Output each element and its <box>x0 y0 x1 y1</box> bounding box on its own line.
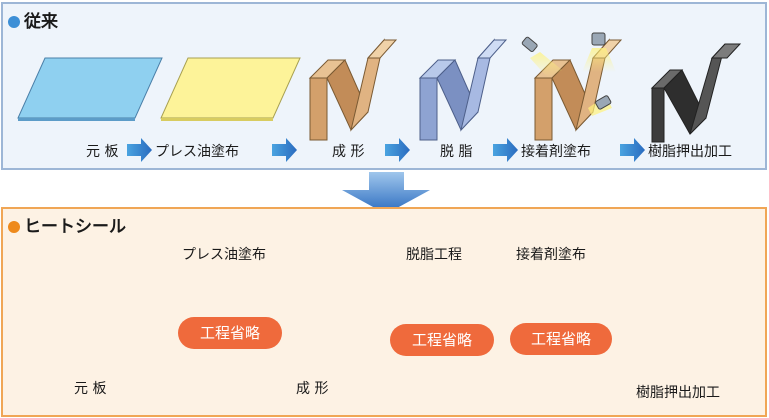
omitted-badge: 工程省略 <box>178 317 282 349</box>
process-label-degreasing: 脱脂工程 <box>406 247 462 263</box>
heat-seal-panel <box>1 207 767 417</box>
bottom-label-resin-extrusion: 樹脂押出加工 <box>636 385 720 401</box>
resin-extruded-part-icon <box>650 43 742 143</box>
orange-dot-icon <box>8 221 20 233</box>
heat-seal-title-text: ヒートシール <box>24 217 126 237</box>
heat-seal-title: ヒートシール <box>8 217 126 237</box>
omitted-badge: 工程省略 <box>390 324 494 356</box>
formed-part-icon <box>308 38 398 141</box>
spray-lamp-icon <box>588 95 612 116</box>
step-label-base-sheet: 元 板 <box>86 144 119 160</box>
step-label-degreasing: 脱 脂 <box>440 144 473 160</box>
step-label-forming: 成 形 <box>332 144 365 160</box>
step-label-resin-extrusion: 樹脂押出加工 <box>648 144 732 160</box>
spray-lamp-icon <box>582 32 616 72</box>
step-arrow-icon <box>385 138 410 162</box>
blue-sheet-icon <box>17 57 163 119</box>
transition-down-arrow-icon <box>342 172 430 214</box>
spray-lamp-icon <box>521 36 562 78</box>
omitted-badge: 工程省略 <box>510 323 612 355</box>
bottom-label-forming: 成 形 <box>296 381 329 397</box>
process-label-adhesive: 接着剤塗布 <box>516 247 586 263</box>
conventional-title: 従来 <box>8 12 58 32</box>
conventional-title-text: 従来 <box>24 12 58 32</box>
step-label-press-oil: プレス油塗布 <box>155 144 239 160</box>
bottom-label-base-sheet: 元 板 <box>74 381 107 397</box>
step-arrow-icon <box>127 138 152 162</box>
yellow-sheet-icon <box>160 57 301 119</box>
step-arrow-icon <box>493 138 518 162</box>
process-label-press-oil: プレス油塗布 <box>182 247 266 263</box>
step-arrow-icon <box>272 138 297 162</box>
step-arrow-icon <box>620 138 645 162</box>
blue-dot-icon <box>8 16 20 28</box>
degreased-part-icon <box>418 38 508 141</box>
step-label-adhesive: 接着剤塗布 <box>521 144 591 160</box>
